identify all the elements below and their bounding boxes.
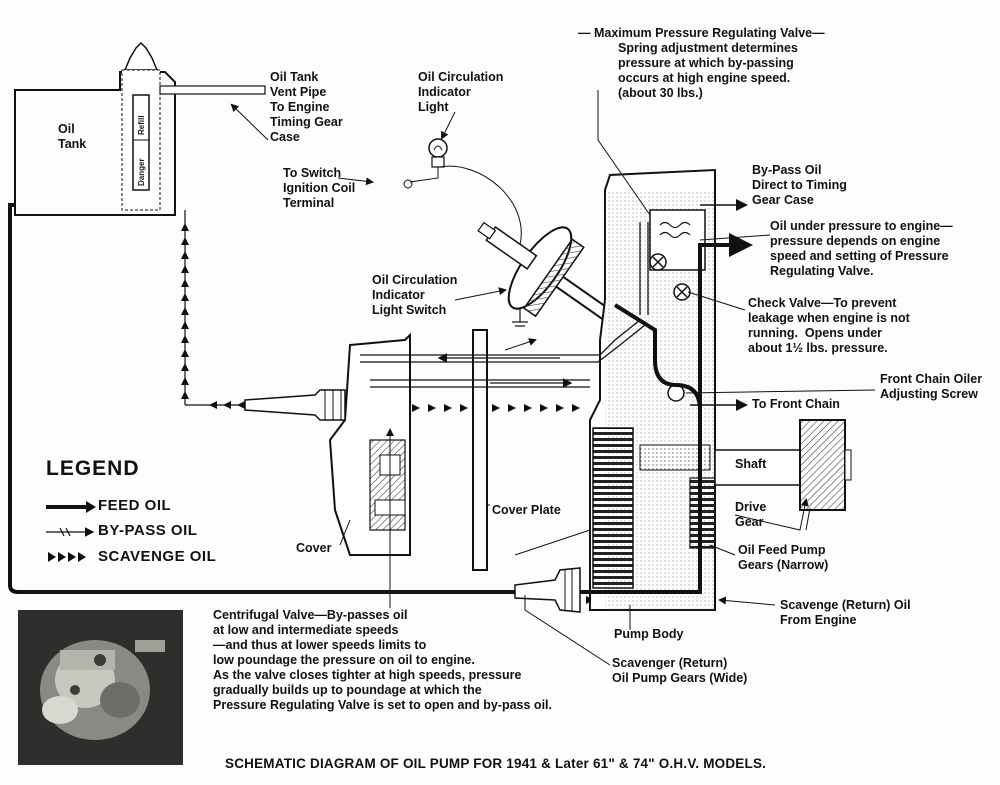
scavenge-arrow bbox=[524, 404, 532, 412]
scavenge-arrow bbox=[181, 377, 189, 385]
bypass-arrows bbox=[437, 338, 573, 388]
svg-text:Danger: Danger bbox=[137, 158, 146, 186]
scavenge-arrow bbox=[237, 401, 245, 409]
label-centrifugal-valve: Centrifugal Valve—By-passes oil at low a… bbox=[213, 608, 552, 712]
label-bypass-oil-timing: By-Pass Oil Direct to Timing Gear Case bbox=[752, 163, 847, 207]
scavenge-arrow bbox=[460, 404, 468, 412]
scavenge-arrow bbox=[209, 401, 217, 409]
label-cover-plate: Cover Plate bbox=[492, 503, 561, 517]
label-to-switch: To Switch Ignition Coil Terminal bbox=[283, 166, 356, 210]
scavenge-arrow bbox=[181, 265, 189, 273]
legend-symbols bbox=[46, 501, 96, 562]
indicator-switch bbox=[477, 221, 610, 320]
label-drive-gear: Drive Gear bbox=[735, 500, 767, 529]
scavenge-arrow bbox=[572, 404, 580, 412]
label-scavenger-gears: Scavenger (Return) Oil Pump Gears (Wide) bbox=[612, 656, 748, 685]
label-pump-body: Pump Body bbox=[614, 627, 684, 641]
label-shaft: Shaft bbox=[735, 457, 767, 471]
legend-bypass-oil: BY-PASS OIL bbox=[98, 522, 198, 539]
legend-scavenge-oil: SCAVENGE OIL bbox=[98, 548, 217, 565]
label-oil-feed-pump-gears: Oil Feed Pump Gears (Narrow) bbox=[738, 543, 829, 572]
scavenge-arrow bbox=[181, 349, 189, 357]
indicator-light bbox=[403, 138, 522, 246]
oil-tank: Refill Danger bbox=[14, 41, 266, 216]
cover bbox=[244, 332, 411, 556]
cover-plate bbox=[472, 329, 488, 571]
scavenge-arrow bbox=[181, 363, 189, 371]
legend-title: LEGEND bbox=[46, 457, 140, 480]
scavenge-arrow bbox=[181, 307, 189, 315]
label-indicator-switch: Oil Circulation Indicator Light Switch bbox=[372, 273, 458, 317]
scavenge-arrow bbox=[492, 404, 500, 412]
label-vent-pipe: Oil Tank Vent Pipe To Engine Timing Gear… bbox=[270, 70, 343, 144]
feed-oil-line bbox=[8, 203, 520, 594]
scavenge-arrow bbox=[181, 251, 189, 259]
label-front-chain-oiler: Front Chain Oiler Adjusting Screw bbox=[880, 372, 983, 401]
scavenge-arrow bbox=[556, 404, 564, 412]
legend-feed-oil: FEED OIL bbox=[98, 497, 172, 514]
label-scavenge-return: Scavenge (Return) Oil From Engine bbox=[780, 598, 911, 627]
diagram-caption: SCHEMATIC DIAGRAM OF OIL PUMP FOR 1941 &… bbox=[225, 756, 767, 771]
label-cover: Cover bbox=[296, 541, 332, 555]
ground-symbol bbox=[512, 308, 528, 327]
scavenge-arrow bbox=[181, 223, 189, 231]
label-max-pressure-valve: — Maximum Pressure Regulating Valve— bbox=[578, 26, 825, 40]
scavenge-arrow bbox=[412, 404, 420, 412]
label-check-valve: Check Valve—To prevent leakage when engi… bbox=[748, 296, 910, 355]
gauge-danger-label: Danger bbox=[137, 158, 146, 186]
scavenge-arrow bbox=[181, 391, 189, 399]
label-oil-tank: Oil Tank bbox=[58, 122, 87, 151]
pump-photo-inset bbox=[18, 610, 183, 765]
scavenge-arrow bbox=[181, 321, 189, 329]
scavenge-arrow bbox=[444, 404, 452, 412]
bypass-passages bbox=[360, 222, 649, 388]
scavenge-arrow bbox=[181, 237, 189, 245]
scavenge-arrow bbox=[428, 404, 436, 412]
shaft-and-drive-gear bbox=[714, 419, 852, 511]
leader-lines bbox=[230, 90, 876, 666]
label-oil-under-pressure: Oil under pressure to engine— pressure d… bbox=[770, 219, 953, 278]
pump-body bbox=[589, 168, 716, 611]
scavenge-oil-line bbox=[184, 210, 330, 406]
scavenge-arrow bbox=[223, 401, 231, 409]
scavenge-arrow bbox=[508, 404, 516, 412]
scavenge-arrow bbox=[540, 404, 548, 412]
scavenge-arrow bbox=[181, 279, 189, 287]
scavenge-arrow bbox=[181, 335, 189, 343]
label-indicator-light: Oil Circulation Indicator Light bbox=[418, 70, 504, 114]
label-max-pressure-desc: Spring adjustment determines pressure at… bbox=[618, 41, 798, 100]
gauge-refill-label: Refill bbox=[137, 115, 146, 135]
svg-text:Refill: Refill bbox=[137, 115, 146, 135]
label-to-front-chain: To Front Chain bbox=[752, 397, 840, 411]
scavenge-arrow bbox=[181, 293, 189, 301]
return-fitting bbox=[514, 567, 581, 613]
